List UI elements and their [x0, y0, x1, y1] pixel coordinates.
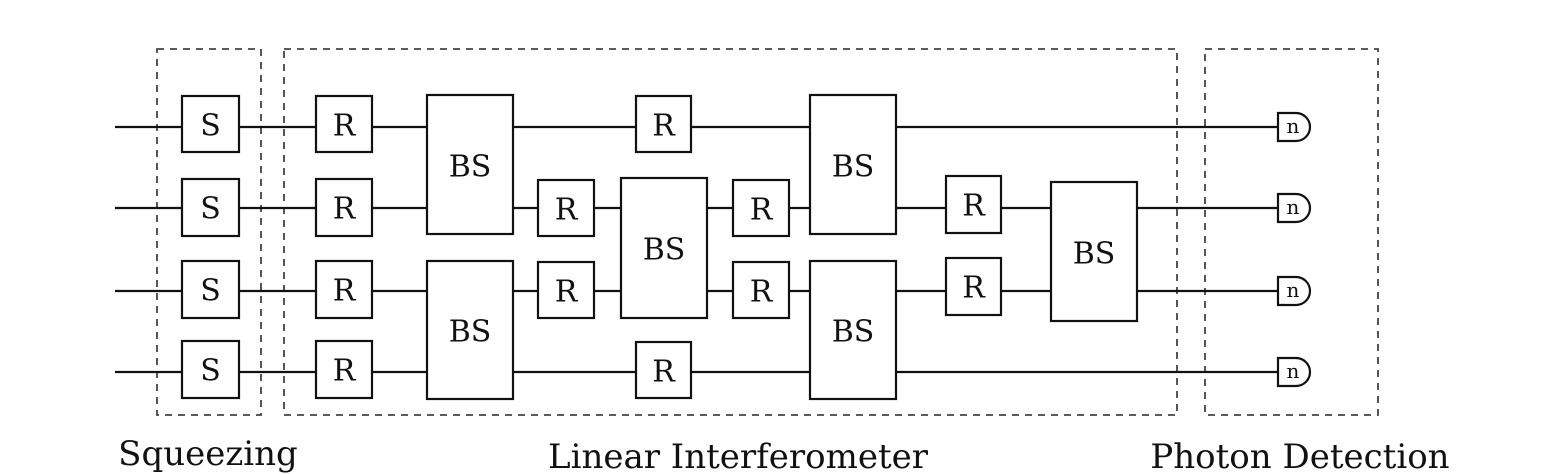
detection-section-frame [1204, 48, 1379, 416]
rotation-label: R [555, 193, 579, 228]
beamsplitter-label: BS [1073, 237, 1116, 272]
squeezer-label: S [200, 192, 221, 227]
squeezing-section-frame [156, 48, 262, 416]
beamsplitter-label: BS [449, 315, 492, 350]
rotation-label: R [333, 274, 357, 309]
beamsplitter-label: BS [832, 150, 875, 185]
rotation-gate-4-2: R [944, 174, 1003, 235]
rotation-gate-1-3: R [314, 259, 374, 320]
beamsplitter-gate-4: BS [808, 93, 898, 236]
interferometer-section-label: Linear Interferometer [548, 437, 929, 474]
beamsplitter-gate-1: BS [425, 93, 515, 236]
beamsplitter-gate-6: BS [1049, 180, 1139, 323]
rotation-gate-3-3: R [731, 260, 791, 320]
beamsplitter-label: BS [449, 150, 492, 185]
squeezer-gate-2: S [180, 177, 241, 238]
squeezer-gate-1: S [180, 94, 241, 154]
rotation-label: R [652, 109, 676, 144]
rotation-gate-1-4: R [314, 339, 374, 400]
photon-detector-2: n [1276, 192, 1312, 224]
detector-label: n [1287, 359, 1300, 383]
detection-section-label: Photon Detection [1150, 437, 1449, 474]
rotation-label: R [333, 192, 357, 227]
rotation-gate-1-2: R [314, 177, 374, 238]
squeezer-label: S [200, 274, 221, 309]
rotation-gate-1-1: R [314, 94, 374, 154]
photon-detector-4: n [1276, 356, 1312, 388]
photon-detector-1: n [1276, 111, 1312, 143]
detector-label: n [1287, 278, 1300, 302]
rotation-label: R [652, 355, 676, 390]
squeezer-label: S [200, 109, 221, 144]
detector-label: n [1287, 195, 1300, 219]
rotation-gate-2-1: R [634, 94, 693, 154]
rotation-gate-4-3: R [944, 256, 1003, 317]
beamsplitter-gate-5: BS [808, 259, 898, 401]
rotation-label: R [333, 109, 357, 144]
squeezer-gate-4: S [180, 339, 241, 400]
rotation-gate-2-3: R [536, 260, 596, 320]
detector-label: n [1287, 114, 1300, 138]
rotation-gate-2-4: R [634, 340, 693, 400]
photon-detector-3: n [1276, 275, 1312, 307]
beamsplitter-gate-3: BS [619, 176, 709, 320]
rotation-gate-3-2: R [731, 178, 791, 238]
rotation-label: R [962, 271, 986, 306]
beamsplitter-gate-2: BS [425, 259, 515, 401]
rotation-label: R [750, 275, 774, 310]
squeezing-section-label: Squeezing [118, 434, 298, 474]
beamsplitter-label: BS [643, 233, 686, 268]
interferometer-section-frame [283, 48, 1178, 416]
rotation-label: R [962, 189, 986, 224]
rotation-label: R [750, 193, 774, 228]
rotation-gate-2-2: R [536, 178, 596, 238]
beamsplitter-label: BS [832, 315, 875, 350]
rotation-label: R [555, 275, 579, 310]
squeezer-label: S [200, 354, 221, 389]
squeezer-gate-3: S [180, 259, 241, 320]
rotation-label: R [333, 354, 357, 389]
